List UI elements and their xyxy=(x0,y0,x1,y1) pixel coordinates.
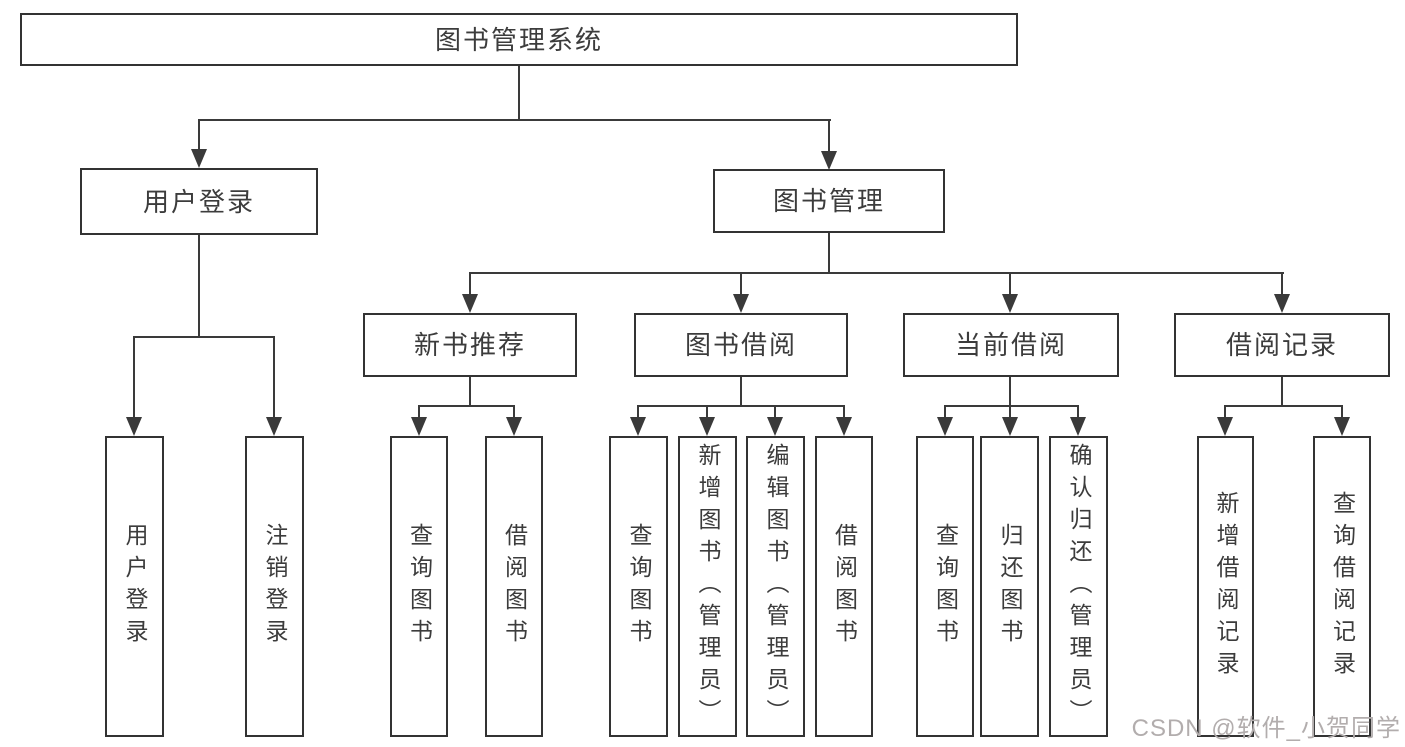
connector-line xyxy=(740,377,742,407)
arrowhead-down-icon xyxy=(1274,294,1290,313)
node-new-book-recommendation: 新书推荐 xyxy=(363,313,577,377)
connector-line xyxy=(944,405,946,418)
arrowhead-down-icon xyxy=(411,417,427,436)
node-label: 图书借阅 xyxy=(684,330,797,360)
connector-line xyxy=(1224,405,1226,418)
node-user-login: 用户登录 xyxy=(80,168,318,235)
arrowhead-down-icon xyxy=(1217,417,1233,436)
connector-line xyxy=(1077,405,1079,418)
connector-line xyxy=(469,272,1284,274)
node-user-login-action: 用户登录 xyxy=(105,436,164,737)
node-query-books-current: 查询图书 xyxy=(916,436,974,737)
connector-line xyxy=(418,405,515,407)
connector-line xyxy=(198,119,200,150)
connector-line xyxy=(133,336,135,417)
node-label: 查询图书 xyxy=(932,522,959,651)
node-query-borrow-record: 查询借阅记录 xyxy=(1313,436,1371,737)
connector-line xyxy=(198,235,200,337)
arrowhead-down-icon xyxy=(733,294,749,313)
connector-line xyxy=(774,405,776,418)
node-label: 新书推荐 xyxy=(413,330,526,360)
connector-line xyxy=(1224,405,1343,407)
arrowhead-down-icon xyxy=(836,417,852,436)
node-label: 查询借阅记录 xyxy=(1329,490,1356,683)
arrowhead-down-icon xyxy=(1070,417,1086,436)
connector-line xyxy=(1009,272,1011,295)
arrowhead-down-icon xyxy=(506,417,522,436)
connector-line xyxy=(469,272,471,295)
node-label: 用户登录 xyxy=(142,186,255,217)
node-label: 注销登录 xyxy=(262,522,288,651)
node-label: 新增图书（管理员） xyxy=(695,442,721,731)
connector-line xyxy=(1281,272,1283,295)
node-borrowing-records: 借阅记录 xyxy=(1174,313,1390,377)
node-label: 借阅图书 xyxy=(831,522,858,651)
connector-line xyxy=(513,405,515,418)
node-book-borrowing: 图书借阅 xyxy=(634,313,848,377)
node-label: 归还图书 xyxy=(997,522,1023,651)
node-query-books-recommend: 查询图书 xyxy=(390,436,448,737)
connector-line xyxy=(637,405,639,418)
connector-line xyxy=(706,405,708,418)
arrowhead-down-icon xyxy=(191,149,207,168)
connector-line xyxy=(198,119,831,121)
connector-line xyxy=(518,64,520,120)
node-borrow-books-action: 借阅图书 xyxy=(815,436,873,737)
connector-line xyxy=(828,233,830,274)
connector-line xyxy=(469,377,471,407)
node-label: 当前借阅 xyxy=(954,330,1067,360)
node-label: 编辑图书（管理员） xyxy=(763,442,789,731)
connector-line xyxy=(637,405,845,407)
arrowhead-down-icon xyxy=(126,417,142,436)
node-label: 图书管理系统 xyxy=(434,24,603,55)
arrowhead-down-icon xyxy=(1334,417,1350,436)
arrowhead-down-icon xyxy=(937,417,953,436)
node-borrow-books-recommend: 借阅图书 xyxy=(485,436,543,737)
arrowhead-down-icon xyxy=(630,417,646,436)
arrowhead-down-icon xyxy=(1002,417,1018,436)
connector-line xyxy=(273,336,275,417)
connector-line xyxy=(740,272,742,295)
node-return-books: 归还图书 xyxy=(980,436,1039,737)
connector-line xyxy=(1009,405,1011,418)
node-add-books-admin: 新增图书（管理员） xyxy=(678,436,737,737)
node-label: 借阅记录 xyxy=(1225,330,1338,360)
csdn-watermark: CSDN @软件_小贺同学 xyxy=(1131,715,1401,742)
arrowhead-down-icon xyxy=(767,417,783,436)
node-label: 确认归还（管理员） xyxy=(1066,442,1092,731)
node-label: 图书管理 xyxy=(772,186,885,216)
node-current-borrowing: 当前借阅 xyxy=(903,313,1119,377)
arrowhead-down-icon xyxy=(699,417,715,436)
node-book-management: 图书管理 xyxy=(713,169,945,233)
arrowhead-down-icon xyxy=(821,151,837,170)
node-label: 借阅图书 xyxy=(501,522,528,651)
connector-line xyxy=(828,119,830,151)
node-logout-action: 注销登录 xyxy=(245,436,304,737)
connector-line xyxy=(1009,377,1011,407)
node-confirm-return-admin: 确认归还（管理员） xyxy=(1049,436,1108,737)
node-book-management-system: 图书管理系统 xyxy=(20,13,1018,66)
arrowhead-down-icon xyxy=(462,294,478,313)
connector-line xyxy=(418,405,420,418)
connector-line xyxy=(1281,377,1283,407)
connector-line xyxy=(1341,405,1343,418)
node-query-books-borrow: 查询图书 xyxy=(609,436,668,737)
connector-line xyxy=(843,405,845,418)
connector-line xyxy=(944,405,1079,407)
node-label: 新增借阅记录 xyxy=(1213,490,1239,683)
node-label: 查询图书 xyxy=(626,522,652,651)
arrowhead-down-icon xyxy=(1002,294,1018,313)
connector-line xyxy=(133,336,275,338)
node-add-borrow-record: 新增借阅记录 xyxy=(1197,436,1254,737)
node-edit-books-admin: 编辑图书（管理员） xyxy=(746,436,805,737)
node-label: 查询图书 xyxy=(406,522,433,651)
node-label: 用户登录 xyxy=(122,522,148,651)
arrowhead-down-icon xyxy=(266,417,282,436)
